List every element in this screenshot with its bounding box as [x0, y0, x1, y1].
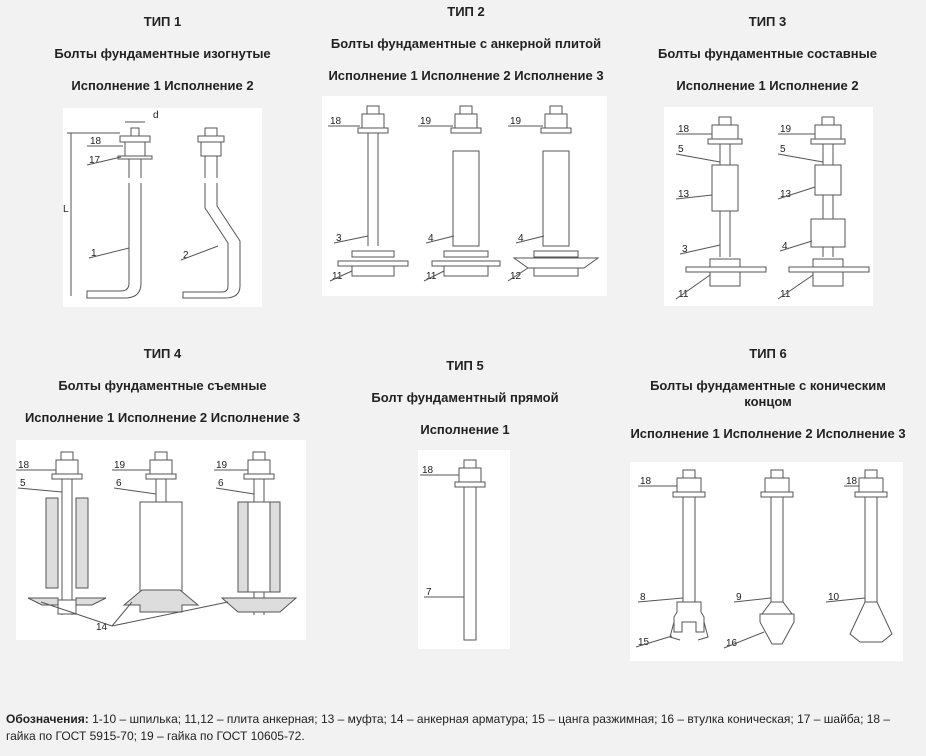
type3-label-11a: 11	[678, 289, 689, 300]
legend: Обозначения: 1-10 – шпилька; 11,12 – пли…	[6, 711, 911, 745]
legend-label: Обозначения:	[6, 712, 89, 726]
type6-header: ТИП 6 Болты фундаментные с коническим ко…	[620, 346, 916, 442]
type1-title: Болты фундаментные изогнутые	[54, 46, 271, 61]
type2-svg: 18 3 11 19 4 11 19 4 12	[328, 105, 600, 282]
type2-label-19a: 19	[420, 116, 432, 127]
type2-label-11a: 11	[332, 271, 343, 282]
type4-label-18: 18	[18, 460, 30, 471]
type6-label-10: 10	[828, 592, 840, 603]
type3-drawing: 18 5 13 3 11 19 5 13 4 11	[664, 107, 873, 306]
type3-label-18: 18	[678, 124, 690, 135]
type1-drawing: L d 18 17 1 2	[63, 108, 262, 307]
type4-label-6a: 6	[116, 478, 122, 489]
type2-variants: Исполнение 1 Исполнение 2 Исполнение 3	[328, 68, 604, 83]
type3-label-19: 19	[780, 124, 792, 135]
type4-label-19a: 19	[114, 460, 126, 471]
type1-label-1: 1	[91, 248, 97, 259]
type4-svg: 18 5 19 6 19 6 14	[16, 451, 298, 633]
type1-label-18: 18	[90, 136, 102, 147]
type4-drawing: 18 5 19 6 19 6 14	[16, 440, 306, 640]
type6-variants: Исполнение 1 Исполнение 2 Исполнение 3	[630, 426, 906, 441]
type3-variants: Исполнение 1 Исполнение 2	[676, 78, 859, 93]
type2-label-4a: 4	[428, 233, 434, 244]
type5-title: Болт фундаментный прямой	[371, 390, 559, 405]
type6-svg: 18 8 15 9 16 18 10	[635, 469, 893, 649]
type6-label-18b: 18	[846, 476, 858, 487]
legend-text: 1-10 – шпилька; 11,12 – плита анкерная; …	[6, 712, 891, 743]
type3-header: ТИП 3 Болты фундаментные составные Испол…	[640, 14, 895, 94]
type6-label: ТИП 6	[749, 346, 787, 361]
type4-variants: Исполнение 1 Исполнение 2 Исполнение 3	[24, 410, 301, 425]
type5-label: ТИП 5	[446, 358, 484, 373]
type1-d-label: d	[153, 110, 159, 121]
type4-label-5: 5	[20, 478, 26, 489]
type3-label-4: 4	[782, 241, 788, 252]
type4-label-6b: 6	[218, 478, 224, 489]
type3-label-5b: 5	[780, 144, 786, 155]
type4-label: ТИП 4	[143, 346, 182, 361]
type2-label: ТИП 2	[447, 4, 485, 19]
type5-label-7: 7	[426, 587, 432, 598]
type1-label-2: 2	[183, 250, 189, 261]
type1-variants: Исполнение 1 Исполнение 2	[71, 78, 254, 93]
type6-label-8: 8	[640, 592, 646, 603]
type1-label-17: 17	[89, 155, 101, 166]
type3-label-13a: 13	[678, 189, 690, 200]
type2-label-3: 3	[336, 233, 342, 244]
type6-label-18a: 18	[640, 476, 652, 487]
type2-label-19b: 19	[510, 116, 522, 127]
type5-variants: Исполнение 1	[420, 422, 510, 437]
type6-label-9: 9	[736, 592, 742, 603]
type3-label: ТИП 3	[748, 14, 787, 29]
type2-label-4b: 4	[518, 233, 524, 244]
type5-header: ТИП 5 Болт фундаментный прямой Исполнени…	[340, 358, 590, 438]
type3-label-13b: 13	[780, 189, 792, 200]
type5-drawing: 18 7	[418, 450, 510, 649]
type6-label-15: 15	[638, 637, 650, 648]
type3-svg: 18 5 13 3 11 19 5 13 4 11	[675, 116, 870, 300]
type3-label-3: 3	[682, 244, 688, 255]
type4-label-14: 14	[96, 622, 108, 633]
type3-title: Болты фундаментные составные	[658, 46, 877, 61]
type6-label-16: 16	[726, 638, 738, 649]
type4-title: Болты фундаментные съемные	[58, 378, 267, 393]
type6-title: Болты фундаментные с коническим концом	[650, 378, 886, 409]
type2-label-11b: 11	[426, 271, 437, 282]
type3-label-5a: 5	[678, 144, 684, 155]
type2-header: ТИП 2 Болты фундаментные с анкерной плит…	[318, 4, 614, 84]
type1-L-label: L	[63, 204, 69, 215]
type6-drawing: 18 8 15 9 16 18 10	[630, 462, 903, 661]
type4-label-19b: 19	[216, 460, 228, 471]
type1-label: ТИП 1	[143, 14, 182, 29]
type2-title: Болты фундаментные с анкерной плитой	[330, 36, 602, 51]
type4-header: ТИП 4 Болты фундаментные съемные Исполне…	[15, 346, 310, 426]
type5-label-18: 18	[422, 465, 434, 476]
type1-header: ТИП 1 Болты фундаментные изогнутые Испол…	[35, 14, 290, 94]
type1-svg: L d 18 17 1 2	[63, 110, 241, 299]
type5-svg: 18 7	[420, 459, 486, 641]
type2-label-18: 18	[330, 116, 342, 127]
type2-drawing: 18 3 11 19 4 11 19 4 12	[322, 96, 607, 296]
